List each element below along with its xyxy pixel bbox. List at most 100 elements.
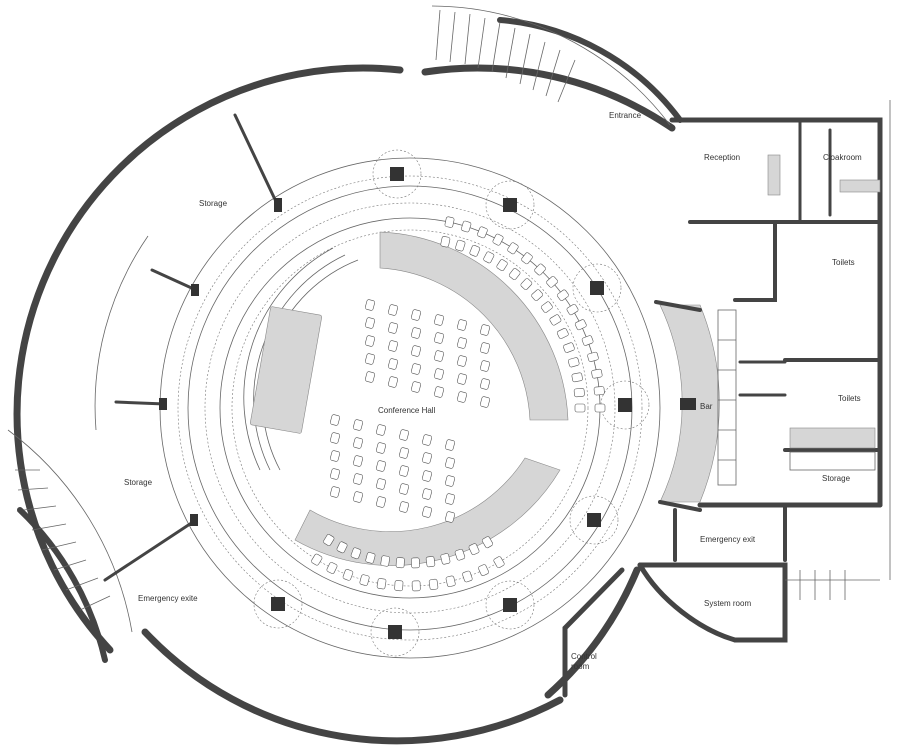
- seat: [421, 452, 433, 464]
- seat: [329, 468, 341, 480]
- seat: [462, 570, 473, 583]
- seat: [574, 319, 587, 331]
- seat: [493, 556, 505, 569]
- seat: [444, 216, 455, 228]
- seat: [387, 340, 399, 352]
- seat: [479, 378, 491, 390]
- seat: [566, 304, 579, 316]
- seat: [440, 553, 451, 565]
- seat: [469, 244, 481, 257]
- seat: [479, 360, 491, 372]
- seat: [364, 299, 376, 311]
- label-emergency-exit: Emergency exit: [700, 535, 756, 544]
- seat: [352, 455, 364, 467]
- seat: [507, 242, 519, 255]
- column: [569, 495, 619, 545]
- seat: [311, 553, 323, 566]
- seat: [534, 263, 546, 276]
- seat-arcs: [311, 216, 606, 592]
- seat: [410, 363, 422, 375]
- seat: [410, 327, 422, 339]
- seat: [444, 475, 456, 487]
- seat: [410, 309, 422, 321]
- column: [485, 580, 535, 630]
- seat: [574, 403, 586, 413]
- seat: [376, 578, 387, 590]
- seat: [591, 368, 603, 379]
- seat: [410, 381, 422, 393]
- seat: [521, 252, 533, 265]
- seat: [444, 511, 456, 523]
- seat: [478, 564, 489, 576]
- seat: [477, 226, 488, 239]
- label-storage-right: Storage: [822, 474, 851, 483]
- seat: [587, 351, 599, 362]
- label-reception: Reception: [704, 153, 740, 162]
- seat: [444, 493, 456, 505]
- seat: [568, 357, 580, 368]
- seat: [375, 478, 387, 490]
- seat: [375, 424, 387, 436]
- seat: [557, 289, 569, 301]
- seat-grid-lower: [329, 414, 456, 523]
- label-entrance: Entrance: [609, 111, 642, 120]
- label-storage-left: Storage: [124, 478, 153, 487]
- seat: [425, 556, 436, 568]
- column: [370, 607, 420, 657]
- seat: [594, 403, 606, 413]
- seat: [364, 371, 376, 383]
- seat: [531, 289, 543, 301]
- seat: [461, 220, 472, 233]
- seat: [364, 317, 376, 329]
- label-conference-hall: Conference Hall: [378, 406, 436, 415]
- seat: [336, 541, 348, 554]
- seat: [398, 447, 410, 459]
- seat: [546, 276, 558, 288]
- seat: [421, 488, 433, 500]
- conference-seating: [243, 231, 569, 566]
- label-system-room: System room: [704, 599, 751, 608]
- seat: [394, 580, 404, 592]
- seat: [352, 473, 364, 485]
- seat: [398, 465, 410, 477]
- seat: [454, 548, 466, 561]
- seat: [375, 442, 387, 454]
- seat: [410, 345, 422, 357]
- seat: [350, 547, 362, 560]
- seat: [444, 457, 456, 469]
- column: [372, 149, 422, 199]
- seat: [380, 555, 390, 567]
- seat: [456, 337, 468, 349]
- seat: [433, 368, 445, 380]
- seat: [329, 414, 341, 426]
- columns: [253, 149, 650, 657]
- seat: [365, 552, 376, 564]
- seat: [483, 251, 495, 264]
- storage-partitions: [94, 113, 282, 582]
- service-block: [562, 100, 891, 698]
- seat: [563, 342, 575, 353]
- seat: [573, 388, 585, 398]
- seat: [411, 557, 420, 569]
- seat: [398, 501, 410, 513]
- seat: [398, 483, 410, 495]
- seat: [329, 450, 341, 462]
- label-control-room: Control: [571, 652, 597, 661]
- column: [485, 180, 535, 230]
- seat: [444, 439, 456, 451]
- seat: [411, 580, 421, 592]
- seat: [387, 376, 399, 388]
- seat: [455, 239, 466, 252]
- seat: [326, 562, 338, 574]
- column: [253, 579, 303, 629]
- column: [572, 263, 622, 313]
- seat: [479, 342, 491, 354]
- seat: [496, 259, 508, 272]
- seat: [398, 429, 410, 441]
- label-cloakroom: Cloakroom: [823, 153, 862, 162]
- seat: [421, 470, 433, 482]
- seat: [387, 322, 399, 334]
- exit-stairs: [15, 469, 111, 611]
- seat: [364, 335, 376, 347]
